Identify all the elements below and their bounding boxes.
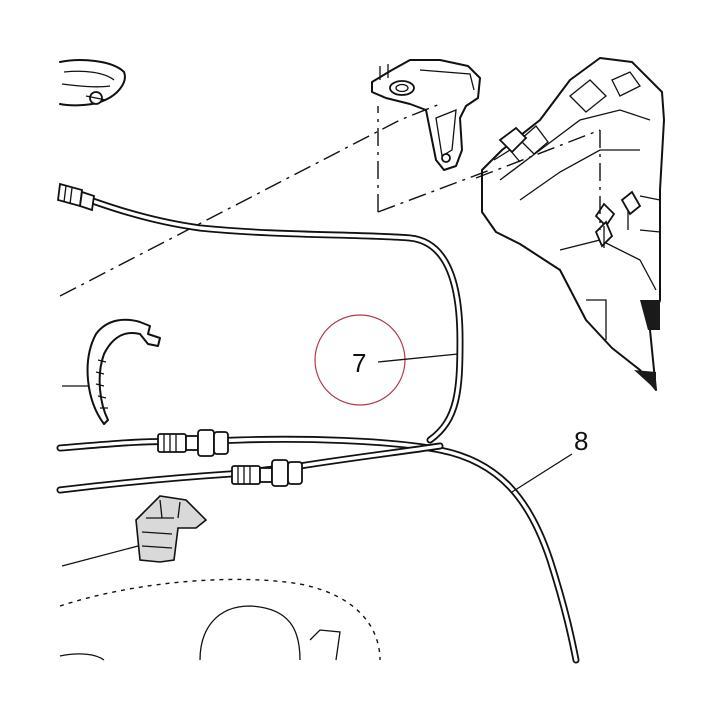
- union-fitting-lower: [231, 459, 303, 487]
- hose-clamp-strap: [62, 318, 161, 425]
- callout-8: 8: [511, 426, 588, 493]
- union-fitting-upper: [157, 429, 229, 457]
- brake-hose-7: [57, 182, 464, 444]
- highlight-circle: [314, 314, 406, 406]
- hose-end-fitting: [57, 182, 95, 212]
- callout-8-label: 8: [574, 426, 588, 456]
- brake-line-upper: [56, 435, 580, 664]
- callout-7: 7: [314, 314, 459, 406]
- brake-line-lower: [56, 442, 444, 494]
- hose-clip: [594, 190, 642, 248]
- partial-hub-component: [59, 59, 126, 107]
- callout-7-label: 7: [352, 348, 366, 378]
- phantom-lines: [59, 103, 601, 297]
- frame-housing: [481, 57, 665, 391]
- hose-grommet: [61, 495, 208, 567]
- leader-line-7: [377, 353, 459, 363]
- partial-lower-component: [59, 578, 381, 661]
- small-fitting: [493, 126, 528, 163]
- leader-line-8: [511, 453, 573, 493]
- mounting-bracket: [371, 59, 481, 171]
